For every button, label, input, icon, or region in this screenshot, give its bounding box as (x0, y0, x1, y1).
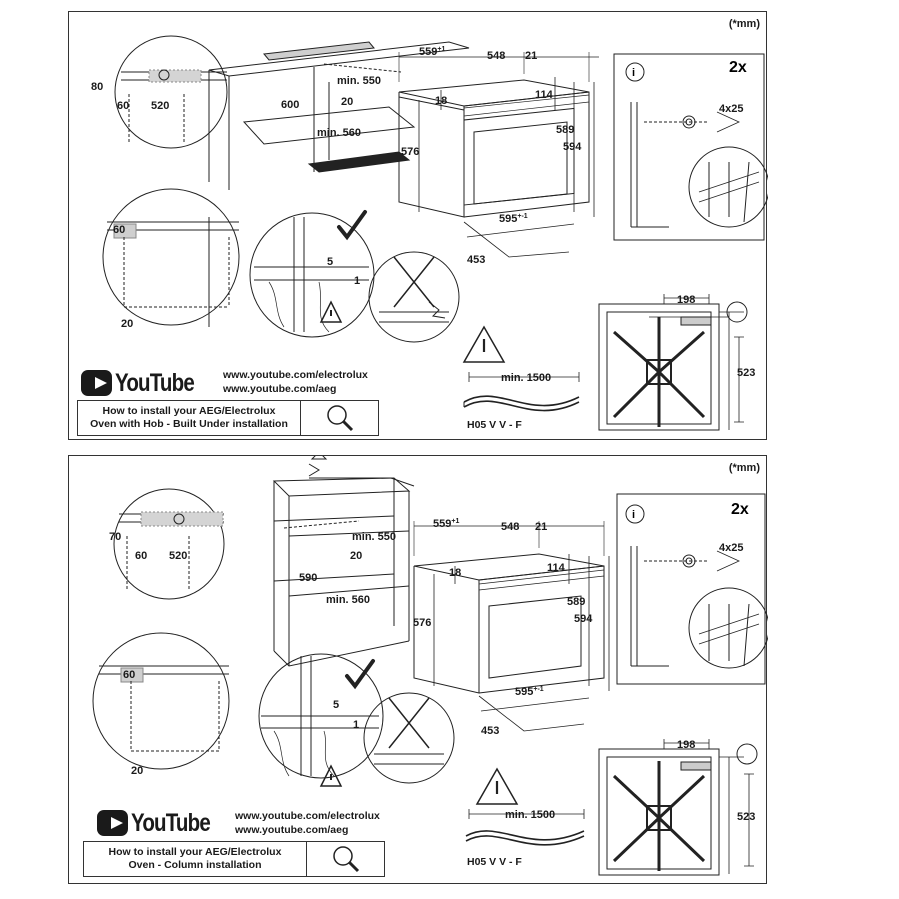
dim-600: 600 (281, 99, 299, 111)
dim-595: 595+-1 (499, 213, 528, 225)
dim-594: 594 (574, 613, 593, 625)
zoom-circle-socket (114, 35, 228, 149)
dim-5: 5 (333, 699, 339, 711)
youtube-logo: YouTube (81, 368, 211, 398)
dim-594: 594 (563, 141, 582, 153)
dim-198: 198 (677, 739, 695, 751)
magnifier-icon[interactable] (301, 401, 378, 435)
fixing-inset (598, 303, 720, 431)
cable-min-length: min. 1500 (505, 809, 555, 821)
dim-60b: 60 (113, 224, 125, 236)
dim-20b: 20 (121, 318, 133, 330)
dim-523: 523 (737, 367, 755, 379)
dim-60a: 60 (135, 550, 147, 562)
screw-qty: 2x (731, 501, 749, 518)
dim-548: 548 (501, 521, 519, 533)
warning-triangle-icon (475, 767, 519, 805)
howto-line2: Oven - Column installation (128, 859, 262, 871)
built-under-panel: (*mm) (68, 11, 768, 440)
dim-576: 576 (401, 146, 419, 158)
dim-595: 595+-1 (515, 686, 544, 698)
howto-line1: How to install your AEG/Electrolux (108, 846, 282, 858)
screw-spec: 4x25 (719, 103, 743, 115)
dim-520: 520 (151, 100, 169, 112)
howto-title: How to install your AEG/Electrolux Oven … (78, 401, 301, 435)
dim-589: 589 (567, 596, 585, 608)
zoom-circle-wrong (368, 251, 460, 343)
dim-min550: min. 550 (337, 75, 381, 87)
dim-198: 198 (677, 294, 695, 306)
dim-80: 80 (91, 81, 103, 93)
screw-inset (613, 53, 765, 241)
dim-min560: min. 560 (317, 127, 361, 139)
youtube-links: www.youtube.com/electrolux www.youtube.c… (235, 809, 380, 837)
column-panel: (*mm) (68, 455, 768, 884)
youtube-play-icon (81, 370, 112, 396)
youtube-wordmark: YouTube (130, 808, 211, 837)
dim-21: 21 (535, 521, 547, 533)
link-electrolux[interactable]: www.youtube.com/electrolux (223, 369, 368, 381)
dim-60a: 60 (117, 100, 129, 112)
howto-line2: Oven with Hob - Built Under installation (90, 418, 288, 430)
dim-1: 1 (353, 719, 359, 731)
dim-18: 18 (449, 567, 461, 579)
dim-520: 520 (169, 550, 187, 562)
column-diagram: 70 60 520 590 min. 550 20 min. 560 60 20… (92, 456, 768, 876)
unit-note: (*mm) (728, 462, 760, 474)
dim-min550: min. 550 (352, 531, 396, 543)
youtube-play-icon (97, 810, 128, 836)
zoom-circle-gap (102, 188, 240, 326)
info-icon-circle (625, 62, 645, 82)
dim-20a: 20 (341, 96, 353, 108)
dim-20b: 20 (131, 765, 143, 777)
info-icon: i (632, 509, 635, 521)
dim-20a: 20 (350, 550, 362, 562)
link-electrolux[interactable]: www.youtube.com/electrolux (235, 810, 380, 822)
dim-576: 576 (413, 617, 431, 629)
dim-min560: min. 560 (326, 594, 370, 606)
dim-559: 559+1 (419, 46, 445, 58)
youtube-logo: YouTube (97, 808, 227, 838)
warning-triangle-icon (462, 325, 506, 363)
dim-590: 590 (299, 572, 317, 584)
dim-1: 1 (354, 275, 360, 287)
link-aeg[interactable]: www.youtube.com/aeg (235, 824, 349, 836)
dim-21: 21 (525, 50, 537, 62)
dim-523: 523 (737, 811, 755, 823)
dim-114: 114 (535, 89, 554, 101)
youtube-links: www.youtube.com/electrolux www.youtube.c… (223, 368, 368, 396)
dim-453: 453 (467, 254, 485, 266)
howto-line1: How to install your AEG/Electrolux (102, 405, 276, 417)
unit-note: (*mm) (728, 18, 760, 30)
howto-box: How to install your AEG/Electrolux Oven … (77, 400, 379, 436)
dim-5: 5 (327, 256, 333, 268)
dim-559: 559+1 (433, 518, 459, 530)
dim-548: 548 (487, 50, 505, 62)
howto-title: How to install your AEG/Electrolux Oven … (84, 842, 307, 876)
howto-box: How to install your AEG/Electrolux Oven … (83, 841, 385, 877)
link-aeg[interactable]: www.youtube.com/aeg (223, 383, 337, 395)
screw-spec: 4x25 (719, 542, 743, 554)
youtube-wordmark: YouTube (114, 368, 195, 397)
info-icon: i (632, 67, 635, 79)
cable-type: H05 V V - F (467, 856, 522, 868)
magnifier-icon[interactable] (307, 842, 384, 876)
zoom-circle-correct (249, 212, 375, 338)
dim-18: 18 (435, 95, 447, 107)
cable-type: H05 V V - F (467, 419, 522, 431)
dim-589: 589 (556, 124, 574, 136)
dim-114: 114 (547, 562, 566, 574)
dim-70: 70 (109, 531, 121, 543)
dim-60b: 60 (123, 669, 135, 681)
cable-min-length: min. 1500 (501, 372, 551, 384)
built-under-diagram: 80 60 520 600 min. 550 20 min. 560 60 20… (91, 35, 768, 431)
dim-453: 453 (481, 725, 499, 737)
screw-qty: 2x (729, 59, 747, 76)
